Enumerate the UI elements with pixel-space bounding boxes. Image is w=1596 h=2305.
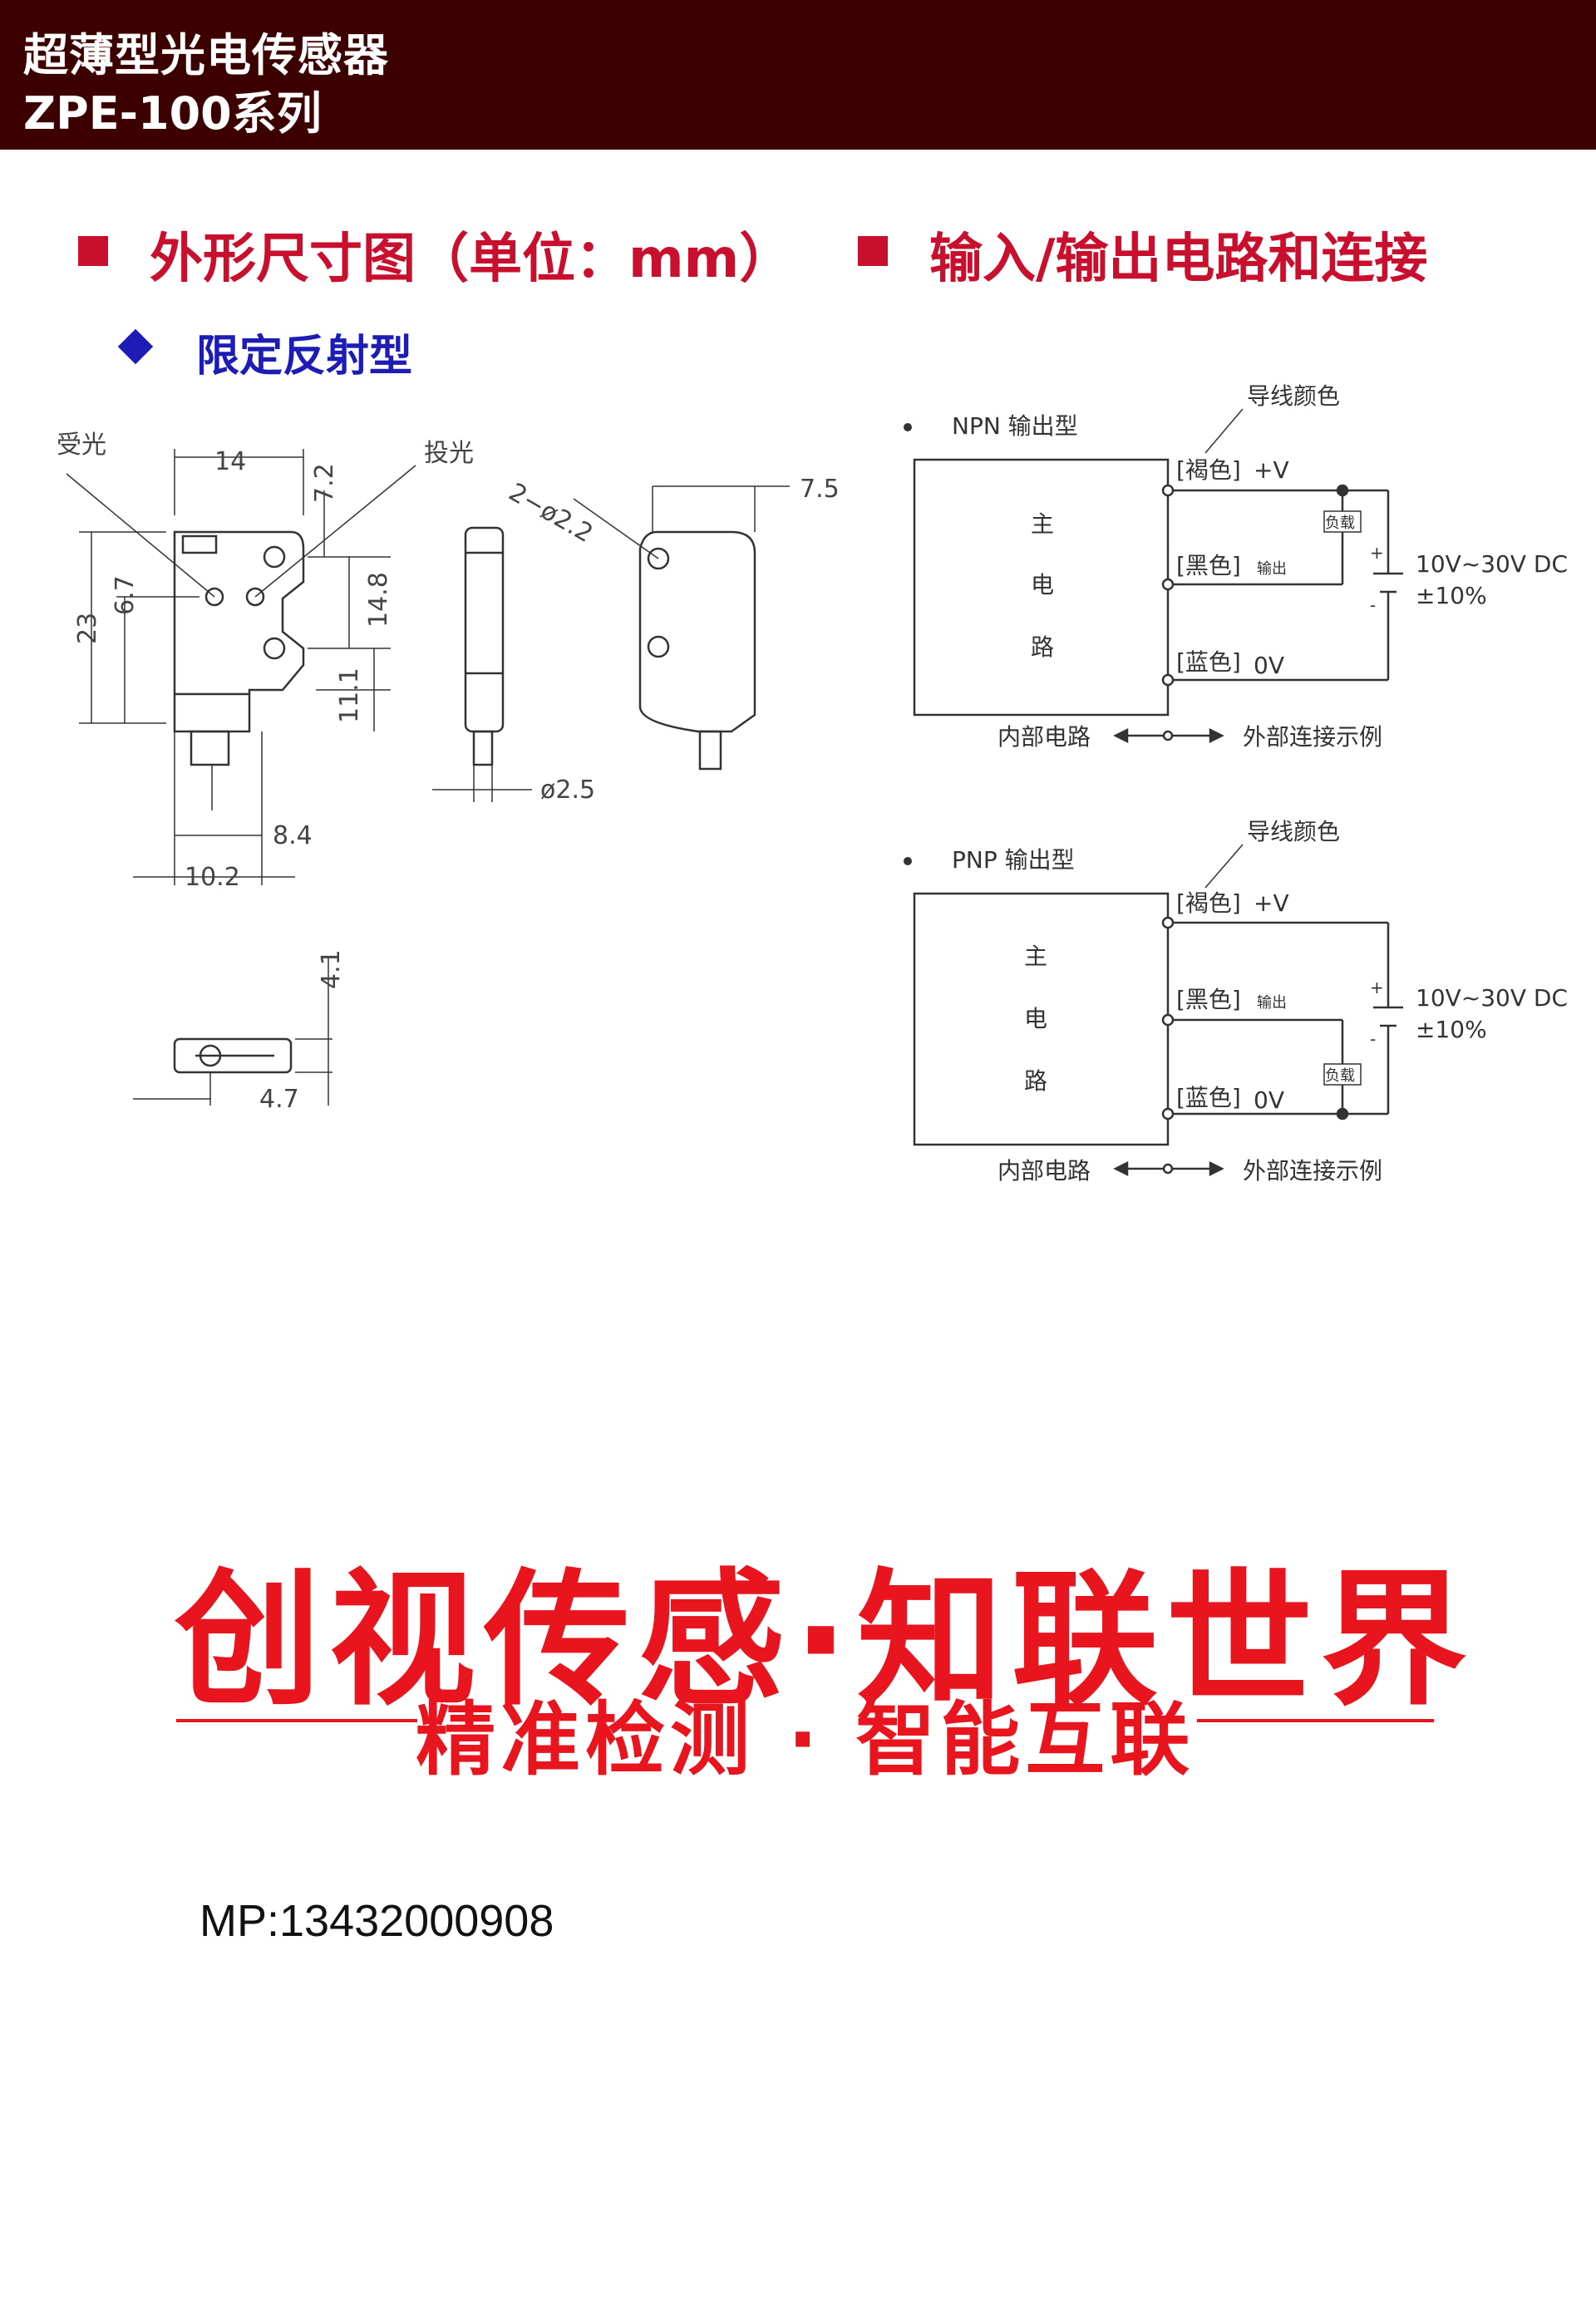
pnp-external: 外部连接示例 [1243, 1157, 1382, 1185]
npn-output: 输出 [1257, 560, 1287, 578]
back-cable [698, 730, 722, 771]
divider-right [1197, 1719, 1434, 1722]
dim-10-2: 10.2 [185, 863, 240, 892]
pnp-tolerance: ±10% [1416, 1016, 1487, 1043]
pnp-load: 负载 [1325, 1067, 1355, 1085]
npn-wire-color: 导线颜色 [1247, 382, 1340, 410]
back-hole [647, 547, 670, 570]
pnp-output: 输出 [1257, 994, 1287, 1012]
dimension-lines [66, 449, 416, 885]
dim-2-5: ø2.5 [540, 776, 595, 805]
npn-external: 外部连接示例 [1243, 723, 1382, 751]
emit-lens [245, 587, 265, 607]
cable-outlet [190, 730, 230, 766]
receive-lens [204, 587, 224, 607]
mount-hole [263, 545, 286, 569]
pnp-plus: + [1370, 978, 1384, 997]
product-series: ZPE-100系列 [23, 87, 322, 140]
pnp-title: PNP 输出型 [952, 846, 1075, 874]
npn-tolerance: ±10% [1416, 582, 1487, 609]
pnp-plus-v: +V [1254, 889, 1289, 917]
dim-6-7: 6.7 [111, 575, 140, 615]
section-title-dimensions: 外形尺寸图（单位：mm） [150, 229, 793, 290]
brand-slogan: 创视传感·知联世界 [175, 1555, 1475, 1726]
npn-minus: - [1370, 595, 1376, 615]
section-bullet [858, 236, 888, 266]
sensor-back-view [638, 530, 756, 733]
npn-main-char: 主 [1031, 510, 1054, 538]
npn-supply: 10V~30V DC [1416, 550, 1568, 578]
dim-7-2: 7.2 [310, 463, 339, 503]
subsection-title: 限定反射型 [196, 332, 413, 382]
npn-plus-v: +V [1254, 456, 1289, 484]
header-bar: 超薄型光电传感器 ZPE-100系列 [0, 0, 1596, 150]
dim-23: 23 [73, 613, 102, 644]
dim-7-5: 7.5 [800, 475, 840, 504]
npn-zero-v: 0V [1254, 652, 1284, 679]
product-title: 超薄型光电传感器 [23, 29, 389, 81]
section-bullet [78, 236, 108, 266]
section-title-circuit: 输入/输出电路和连接 [929, 229, 1428, 290]
pnp-zero-v: 0V [1254, 1086, 1284, 1114]
dim-14: 14 [214, 447, 246, 476]
divider-left [176, 1719, 417, 1722]
pnp-blue: [蓝色] [1176, 1084, 1241, 1111]
pnp-minus: - [1370, 1029, 1376, 1049]
dim-11-1: 11.1 [335, 667, 364, 723]
pnp-black: [黑色] [1176, 986, 1241, 1013]
pnp-internal: 内部电路 [998, 1157, 1091, 1185]
back-hole [647, 635, 670, 658]
pnp-supply: 10V~30V DC [1416, 984, 1568, 1012]
pnp-wire-color: 导线颜色 [1247, 818, 1340, 845]
contact-phone: MP:13432000908 [200, 1896, 554, 1946]
label-emit: 投光 [424, 439, 474, 468]
pnp-brown: [褐色] [1176, 889, 1241, 917]
dim-8-4: 8.4 [273, 821, 313, 850]
dim-4-7: 4.7 [259, 1085, 299, 1114]
npn-blue: [蓝色] [1176, 648, 1241, 676]
npn-main-char: 电 [1031, 571, 1054, 598]
brand-tagline: 精准检测 · 智能互联 [416, 1693, 1195, 1786]
receive-window [181, 534, 218, 554]
pnp-main-char: 路 [1024, 1067, 1047, 1095]
sensor-front-view [173, 530, 305, 733]
dim-14-8: 14.8 [364, 572, 393, 628]
npn-plus: + [1370, 543, 1384, 563]
mount-hole [263, 637, 286, 660]
npn-main-char: 路 [1031, 633, 1054, 661]
dim-4-1: 4.1 [317, 949, 346, 989]
npn-brown: [褐色] [1176, 456, 1241, 484]
npn-title: NPN 输出型 [952, 412, 1078, 440]
npn-load: 负载 [1325, 515, 1355, 532]
sensor-bottom-view [173, 1037, 293, 1074]
label-receive: 受光 [57, 431, 106, 460]
side-cable [472, 730, 494, 766]
pnp-main-char: 主 [1024, 943, 1047, 970]
npn-internal: 内部电路 [998, 723, 1091, 751]
npn-black: [黑色] [1176, 552, 1241, 579]
pnp-main-char: 电 [1024, 1005, 1047, 1032]
